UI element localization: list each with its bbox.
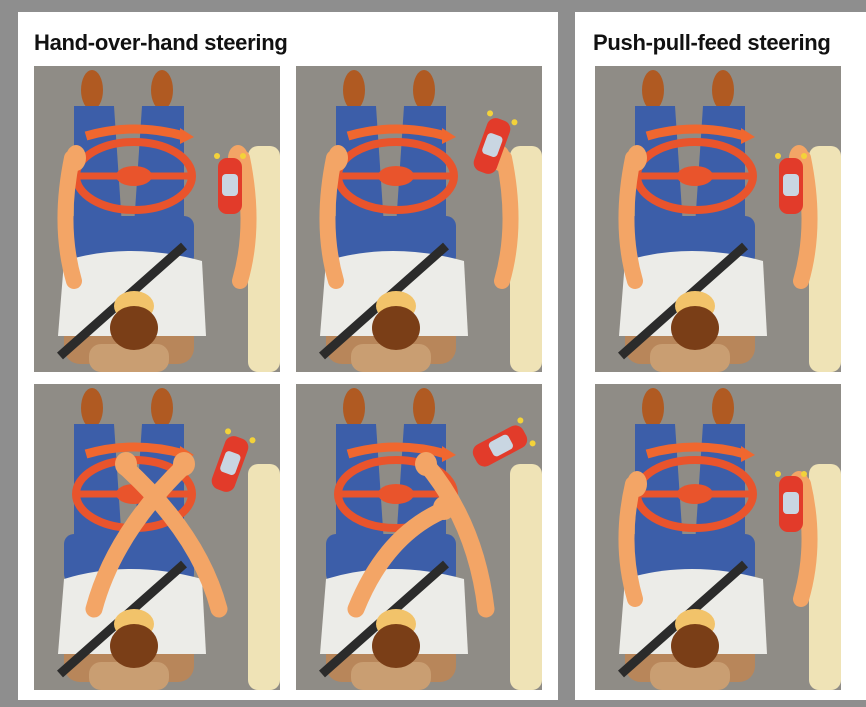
driver-illustration (595, 66, 841, 372)
driver-illustration (595, 384, 841, 690)
hand-over-hand-step-3 (34, 384, 280, 690)
hand-over-hand-step-4 (296, 384, 542, 690)
driver-illustration (34, 66, 280, 372)
driver-illustration (34, 384, 280, 690)
push-pull-feed-step-2 (595, 384, 841, 690)
push-pull-feed-step-1 (595, 66, 841, 372)
hand-over-hand-panel: Hand-over-hand steering (18, 12, 558, 700)
hand-over-hand-step-2 (296, 66, 542, 372)
push-pull-feed-title: Push-pull-feed steering (593, 30, 831, 56)
driver-illustration (296, 66, 542, 372)
hand-over-hand-title: Hand-over-hand steering (34, 30, 287, 56)
hand-over-hand-step-1 (34, 66, 280, 372)
push-pull-feed-panel: Push-pull-feed steering (575, 12, 866, 700)
driver-illustration (296, 384, 542, 690)
